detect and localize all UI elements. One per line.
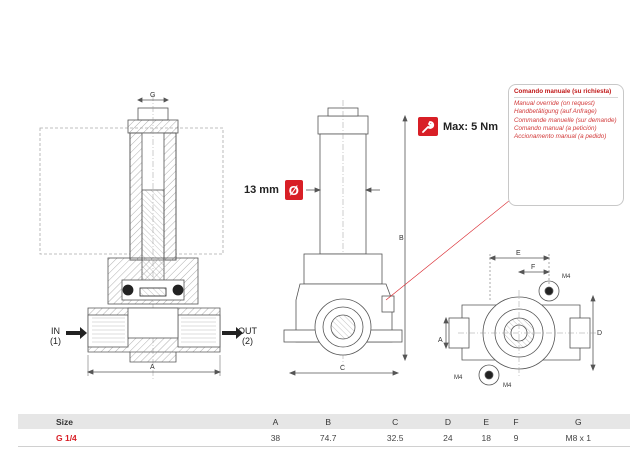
callout-line-de: Handbetätigung (auf Anfrage) (514, 108, 597, 116)
callout-line-en: Manual override (on request) (514, 100, 595, 108)
dim-a-label-right: A (438, 337, 443, 344)
header-d: D (428, 414, 468, 429)
dim-d-label: D (597, 330, 602, 337)
port-out-label: OUT (238, 326, 257, 336)
cell-e: 18 (467, 429, 506, 447)
spec-table: Size A B C D E F G G 1/4 38 74.7 32.5 24… (18, 414, 630, 447)
callout-line-pt: Accionamento manual (a pedido) (514, 133, 607, 141)
section-view (39, 95, 243, 380)
dim-g-label: G (150, 92, 155, 99)
dim-e-label: E (516, 250, 521, 257)
port-out: OUT (2) (238, 326, 257, 346)
dim-b-label: B (399, 235, 404, 242)
header-e: E (467, 414, 506, 429)
header-b: B (294, 414, 362, 429)
diameter-label: 13 mm (244, 184, 279, 196)
header-a: A (256, 414, 295, 429)
header-f: F (505, 414, 527, 429)
manual-override-callout: Comando manuale (su richiesta) Manual ov… (508, 84, 624, 206)
dim-c-label: C (340, 365, 345, 372)
m4-label-top: M4 (562, 274, 571, 280)
port-in-label: IN (51, 326, 60, 336)
cell-a: 38 (256, 429, 295, 447)
header-c: C (361, 414, 429, 429)
header-g: G (526, 414, 630, 429)
diameter-symbol: Ø (288, 182, 299, 198)
front-view (283, 100, 516, 376)
port-out-number: (2) (242, 336, 253, 346)
dim-a-label-left: A (150, 364, 155, 371)
dim-f-label: F (531, 264, 535, 271)
callout-line-it: Comando manuale (su richiesta) (514, 88, 612, 95)
diameter-badge: 13 mm Ø (244, 180, 303, 200)
m4-label-left: M4 (454, 375, 463, 381)
header-size: Size (18, 414, 257, 429)
callout-line-es: Comando manual (a petición) (514, 124, 597, 132)
wrench-icon (418, 117, 438, 136)
torque-badge: Max: 5 Nm (418, 117, 498, 136)
callout-divider (514, 97, 618, 99)
m4-label-bottom: M4 (503, 383, 512, 389)
cell-c: 32.5 (361, 429, 429, 447)
bottom-view (443, 254, 598, 386)
port-in: IN (1) (50, 326, 61, 346)
cell-b: 74.7 (294, 429, 362, 447)
torque-label: Max: 5 Nm (443, 120, 499, 133)
cell-d: 24 (428, 429, 468, 447)
spec-table-header: Size A B C D E F G (18, 414, 630, 429)
table-row: G 1/4 38 74.7 32.5 24 18 9 M8 x 1 (18, 429, 630, 447)
technical-drawing: G A C B (39, 92, 607, 389)
cell-g: M8 x 1 (526, 429, 630, 447)
diameter-icon: Ø (284, 180, 303, 200)
port-in-number: (1) (50, 336, 61, 346)
callout-line-fr: Commande manuelle (sur demande) (514, 116, 617, 124)
cell-size: G 1/4 (18, 429, 257, 447)
cell-f: 9 (505, 429, 527, 447)
